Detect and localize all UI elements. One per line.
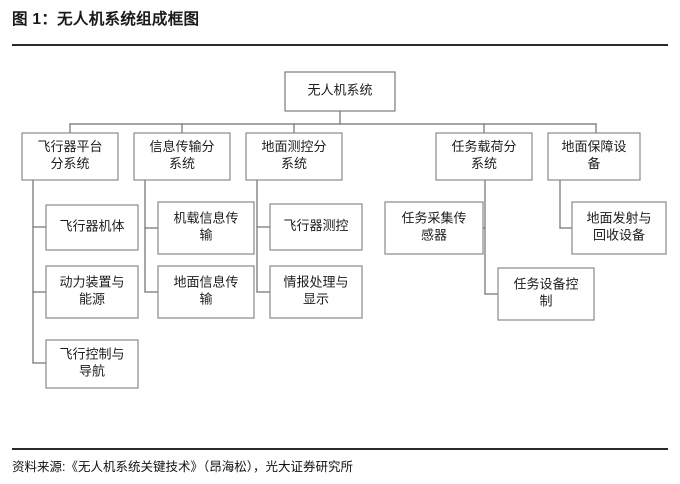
node-root[interactable]: 无人机系统	[284, 71, 396, 112]
node-box	[571, 201, 667, 255]
node-label: 地面测控分系统	[261, 139, 326, 171]
node-box	[384, 201, 484, 255]
node-label: 飞行器测控	[283, 218, 348, 233]
page-title: 图 1：无人机系统组成框图	[12, 11, 200, 28]
node-l1-4[interactable]: 地面保障设备	[547, 132, 641, 181]
node-box	[547, 132, 641, 181]
node-l2-0[interactable]: 飞行器机体	[45, 204, 139, 251]
node-label: 信息传输分系统	[149, 139, 214, 171]
node-l2-4[interactable]: 地面信息传输	[157, 265, 255, 319]
node-box	[45, 204, 139, 251]
node-l2-3[interactable]: 机载信息传输	[157, 201, 255, 255]
node-box	[133, 132, 231, 181]
node-label: 任务采集传感器	[401, 211, 466, 243]
node-label: 地面信息传输	[173, 275, 238, 307]
node-box	[45, 265, 139, 319]
node-label: 地面保障设备	[561, 139, 626, 171]
node-l1-0[interactable]: 飞行器平台分系统	[21, 132, 119, 181]
connector-layer	[32, 110, 597, 364]
node-box	[157, 201, 255, 255]
node-label: 地面发射与回收设备	[586, 211, 651, 243]
node-box	[269, 265, 363, 319]
node-label: 飞行器机体	[59, 219, 124, 234]
node-l2-8[interactable]: 任务设备控制	[497, 267, 595, 321]
node-label: 飞行控制与导航	[59, 347, 124, 379]
node-l1-3[interactable]: 任务载荷分系统	[435, 132, 533, 181]
footer-divider	[12, 448, 668, 450]
node-l2-1[interactable]: 动力装置与能源	[45, 265, 139, 319]
node-box	[497, 267, 595, 321]
node-box	[269, 203, 363, 251]
header-divider	[12, 44, 668, 46]
node-label: 机载信息传输	[173, 211, 238, 243]
node-box	[21, 132, 119, 181]
node-l1-1[interactable]: 信息传输分系统	[133, 132, 231, 181]
node-l2-6[interactable]: 情报处理与显示	[269, 265, 363, 319]
node-label: 动力装置与能源	[59, 275, 124, 307]
node-label: 情报处理与显示	[283, 275, 348, 307]
node-label: 任务载荷分系统	[451, 139, 516, 171]
node-l2-7[interactable]: 任务采集传感器	[384, 201, 484, 255]
node-label: 飞行器平台分系统	[37, 139, 102, 171]
node-l2-5[interactable]: 飞行器测控	[269, 203, 363, 251]
node-box	[435, 132, 533, 181]
node-label: 无人机系统	[307, 83, 372, 98]
node-l2-9[interactable]: 地面发射与回收设备	[571, 201, 667, 255]
node-box	[45, 339, 139, 389]
source-note: 资料来源:《无人机系统关键技术》（昂海松），光大证券研究所	[12, 460, 353, 474]
node-box	[245, 132, 343, 181]
node-box	[284, 71, 396, 112]
node-label: 任务设备控制	[513, 277, 578, 309]
node-box	[157, 265, 255, 319]
node-l2-2[interactable]: 飞行控制与导航	[45, 339, 139, 389]
node-l1-2[interactable]: 地面测控分系统	[245, 132, 343, 181]
